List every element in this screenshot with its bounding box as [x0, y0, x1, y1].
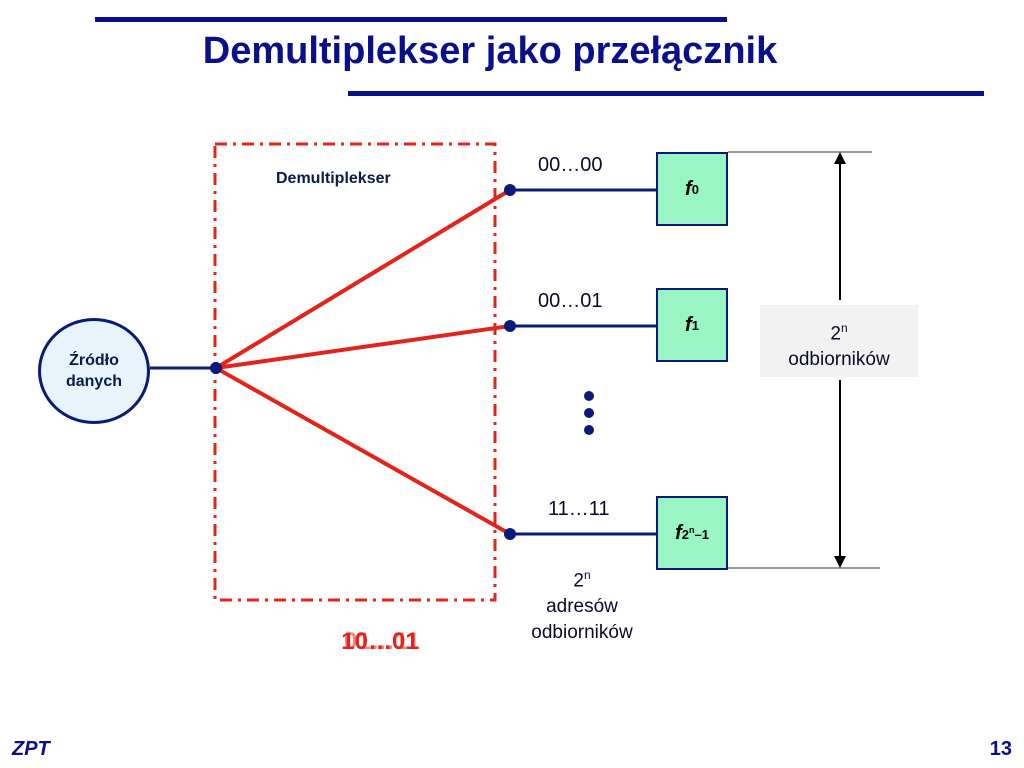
slide-title: Demultiplekser jako przełącznik — [202, 30, 778, 72]
switch-branch-0 — [214, 188, 512, 370]
receivers-count-label: 2n odbiorników — [760, 305, 918, 377]
switch-branch-last — [215, 366, 511, 536]
receiver-last-index-base: 2 — [681, 526, 689, 542]
addresses-caption-line2: adresów — [546, 596, 618, 618]
switch-branch-1 — [215, 324, 511, 370]
address-label-last: 11…11 — [548, 498, 610, 520]
selected-address-ghost: 01…11 — [343, 628, 421, 655]
receiver-1-symbol: f — [685, 313, 692, 336]
demux-boundary — [213, 142, 497, 602]
page-number: 13 — [989, 738, 1012, 760]
title-rule-bottom — [348, 91, 984, 96]
footer-course-label: ZPT — [12, 738, 50, 760]
selected-address-value: 10…01 — [341, 628, 419, 655]
addresses-caption: 2n adresów odbiorników — [502, 562, 662, 646]
ellipsis-dot-3 — [584, 425, 594, 435]
addresses-caption-base: 2 — [573, 570, 584, 592]
address-label-1: 00…01 — [538, 290, 603, 312]
ellipsis-dot-2 — [584, 408, 594, 418]
receiver-0-index: 0 — [691, 181, 699, 197]
receiver-last-symbol: f — [675, 521, 682, 544]
switch-node — [210, 362, 222, 374]
addresses-caption-exp: n — [583, 568, 591, 582]
receiver-1-index: 1 — [691, 317, 699, 333]
output-node-0 — [504, 184, 516, 196]
source-line1: Źródło — [69, 352, 119, 369]
demux-label: Demultiplekser — [276, 170, 391, 187]
arrowhead-down-icon — [834, 556, 846, 568]
arrowhead-up-icon — [834, 152, 846, 164]
receiver-0-symbol: f — [685, 177, 692, 200]
addresses-caption-line3: odbiorników — [531, 622, 633, 644]
data-source: Źródło danych — [38, 318, 150, 424]
ellipsis-dot-1 — [584, 391, 594, 401]
title-rule-top — [95, 17, 727, 22]
receiver-last-index-suffix: –1 — [694, 526, 709, 542]
receivers-count-exp: n — [840, 321, 848, 335]
receiver-last-index-exp: n — [688, 524, 695, 535]
address-label-0: 00…00 — [538, 154, 603, 176]
receivers-count-text: odbiorników — [788, 349, 890, 371]
receivers-count-base: 2 — [830, 323, 841, 345]
output-node-last — [504, 528, 516, 540]
output-node-1 — [504, 320, 516, 332]
selected-address: 10…01 01…11 — [320, 628, 440, 656]
source-line2: danych — [65, 373, 122, 390]
